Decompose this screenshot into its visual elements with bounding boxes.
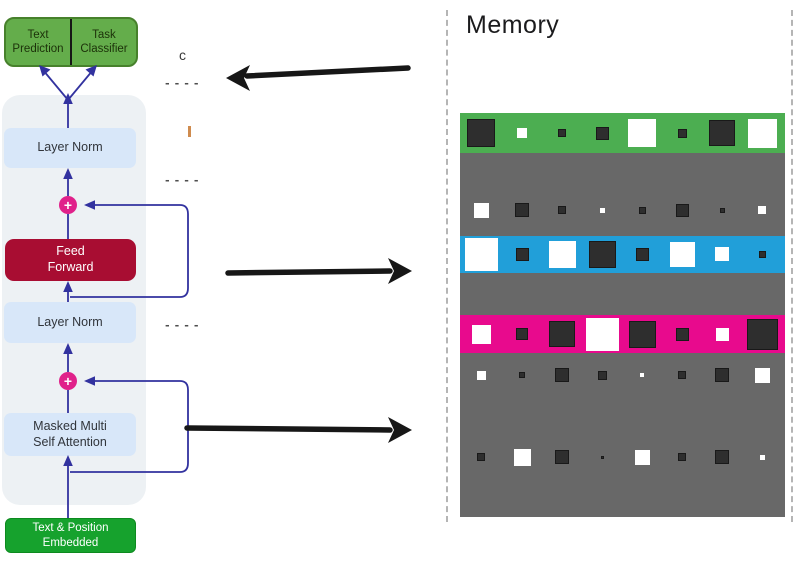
- residual-add-icon: +: [59, 372, 77, 390]
- memory-cell: [669, 241, 695, 267]
- memory-cell: [555, 450, 569, 464]
- memory-cell: [628, 119, 656, 147]
- margin-dashes-bottom: ----: [164, 319, 203, 332]
- memory-cell: [476, 370, 486, 380]
- memory-cell: [675, 327, 689, 341]
- memory-cell: [634, 449, 650, 465]
- memory-cell: [585, 317, 619, 351]
- arrow-to-left-head: [226, 65, 250, 91]
- memory-cell: [715, 327, 729, 341]
- margin-dashes-top: ----: [164, 77, 203, 90]
- layer-norm-bottom-block: Layer Norm: [4, 302, 136, 343]
- memory-cell: [595, 126, 609, 140]
- memory-cell: [638, 206, 646, 214]
- memory-cell: [709, 120, 735, 146]
- memory-cell: [515, 203, 529, 217]
- memory-cell: [513, 448, 531, 466]
- memory-left-dashed-border: [446, 10, 448, 522]
- memory-band-magenta: [460, 315, 785, 353]
- memory-cell: [715, 247, 729, 261]
- head-divider: [70, 19, 72, 65]
- memory-grid: [460, 113, 785, 517]
- memory-mapping-arrows: [184, 65, 412, 443]
- memory-cell: [471, 324, 491, 344]
- memory-band-green: [460, 113, 785, 153]
- memory-cell: [635, 247, 649, 261]
- feed-forward-block: Feed Forward: [5, 239, 136, 281]
- memory-cell: [516, 328, 528, 340]
- arrow-attention-head: [388, 417, 412, 443]
- memory-cell: [467, 119, 495, 147]
- memory-cell: [548, 240, 576, 268]
- memory-right-dashed-border: [791, 10, 793, 522]
- memory-cell: [597, 370, 607, 380]
- memory-cell: [464, 237, 498, 271]
- margin-label-c: c: [179, 47, 186, 63]
- memory-cell: [599, 207, 605, 213]
- memory-cell: [555, 368, 569, 382]
- memory-cell: [473, 202, 489, 218]
- arrow-attention-shaft: [184, 425, 393, 433]
- memory-cell: [758, 250, 766, 258]
- memory-cell: [759, 454, 765, 460]
- memory-cell: [677, 128, 687, 138]
- memory-cell: [719, 207, 725, 213]
- layer-norm-top-block: Layer Norm: [4, 128, 136, 168]
- memory-cell: [640, 373, 644, 377]
- memory-cell: [678, 453, 686, 461]
- task-classifier-head: Task Classifier: [80, 28, 128, 55]
- memory-cell: [558, 129, 566, 137]
- masked-multi-self-attention-block: Masked Multi Self Attention: [4, 413, 136, 456]
- memory-cell: [746, 318, 778, 350]
- memory-cell: [628, 320, 656, 348]
- memory-cell: [517, 128, 527, 138]
- output-heads-box: Text Prediction Task Classifier: [4, 17, 138, 67]
- arrow-to-left-shaft: [244, 65, 411, 79]
- memory-cell: [754, 367, 770, 383]
- text-prediction-head: Text Prediction: [12, 28, 64, 55]
- memory-cell: [747, 118, 777, 148]
- text-position-embedding-block: Text & Position Embedded: [5, 518, 136, 553]
- memory-cell: [678, 371, 686, 379]
- arrow-feed-forward-shaft: [225, 268, 393, 276]
- memory-cell: [600, 455, 604, 459]
- memory-panel-title: Memory: [466, 11, 560, 39]
- memory-cell: [758, 206, 766, 214]
- memory-cell: [588, 240, 616, 268]
- memory-band-blue: [460, 236, 785, 273]
- memory-cell: [715, 450, 729, 464]
- orange-tick-mark: [188, 126, 191, 137]
- margin-dashes-middle: ----: [164, 174, 203, 187]
- memory-cell: [477, 453, 485, 461]
- memory-cell: [549, 321, 575, 347]
- arrow-feed-forward-head: [388, 258, 412, 284]
- memory-cell: [515, 247, 529, 261]
- memory-cell: [715, 368, 729, 382]
- residual-add-icon: +: [59, 196, 77, 214]
- memory-cell: [675, 203, 689, 217]
- memory-cell: [558, 206, 566, 214]
- memory-cell: [519, 372, 525, 378]
